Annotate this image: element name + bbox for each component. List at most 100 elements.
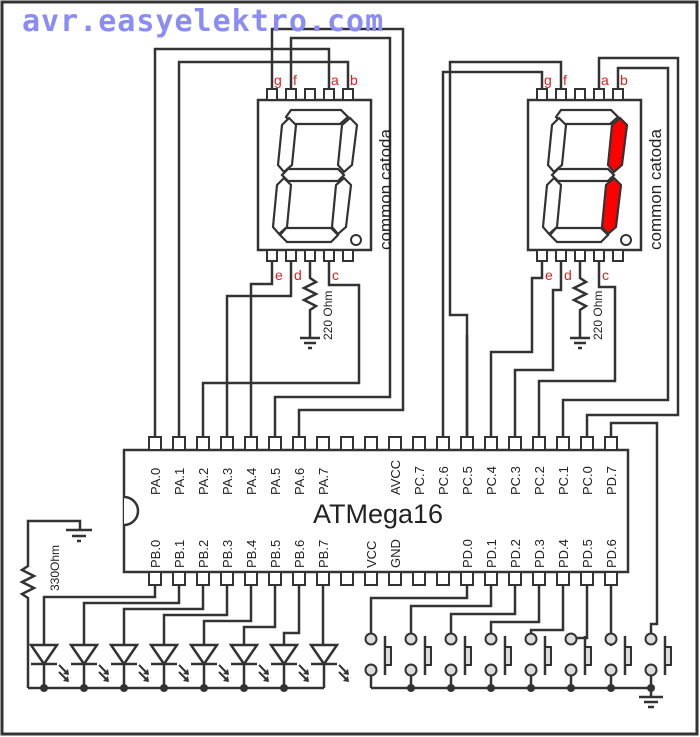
chip-pin-pad-top (268, 436, 282, 451)
chip-pin-pad-bottom (340, 571, 354, 586)
chip-pin-pad-top (292, 436, 306, 451)
chip-pin-label: PC.2 (532, 466, 547, 495)
wire-pb-led (82, 585, 181, 645)
chip-pin-pad-bottom (244, 571, 258, 586)
arrowhead (103, 669, 109, 675)
segment-d (278, 226, 340, 244)
push-button-icon (584, 646, 592, 666)
chip-pin-label: PB.4 (244, 540, 259, 568)
chip-pin-label: PD.1 (484, 539, 499, 568)
display-pin-label: e (545, 267, 553, 283)
wire-pd-button (369, 585, 469, 634)
ground-icon (639, 695, 663, 709)
chip-pin-pad-bottom (460, 571, 474, 586)
arrowhead (63, 669, 69, 675)
chip-pin-label: PC.5 (460, 466, 475, 495)
led-icon (108, 643, 140, 667)
led-icon (148, 643, 180, 667)
chip-pin-label: PB.7 (316, 540, 331, 568)
wire-pd-button (529, 585, 565, 634)
chip-pin-pad-top (148, 436, 162, 451)
chip-pin-label: PA.2 (196, 468, 211, 495)
arrowhead (263, 669, 269, 675)
chip-pin-pad-bottom (580, 571, 594, 586)
led-icon (268, 643, 300, 667)
push-button-icon (464, 646, 472, 666)
resistor-label: 220 Ohm (591, 291, 605, 340)
chip-pin-pad-top (316, 436, 330, 451)
button-contact (484, 632, 498, 646)
chip-pin-label: PD.7 (604, 466, 619, 495)
led-bank: 330Ohm (19, 519, 349, 692)
led-icon (28, 643, 60, 667)
site-title: avr.easyelektro.com (22, 4, 385, 39)
chip-pin-pad-bottom (220, 571, 234, 586)
button-contact (644, 663, 658, 677)
display-pin-label: e (275, 267, 283, 283)
chip-pin-pad-bottom (172, 571, 186, 586)
button-contact (604, 663, 618, 677)
chip-pin-label: PC.4 (484, 466, 499, 495)
push-button-icon (424, 646, 432, 666)
chip-pin-label: PA.5 (268, 468, 283, 495)
chip-pin-pad-bottom (364, 571, 378, 586)
chip-pin-label: GND (388, 539, 403, 568)
wire-pa2-c (201, 261, 361, 437)
chip-pin-label: PA.1 (172, 468, 187, 495)
arrowhead (263, 676, 269, 682)
display-pin-label: d (564, 267, 572, 283)
arrowhead (183, 669, 189, 675)
button-common-bus (371, 686, 653, 697)
display-pin-top (574, 88, 586, 101)
chip-pin-pad-bottom (556, 571, 570, 586)
chip-pin-label: PA.6 (292, 468, 307, 495)
chip-pin-pad-bottom (148, 571, 162, 586)
wire-pb-led (202, 585, 253, 645)
button-contact (564, 663, 578, 677)
wire-pb-led (42, 585, 157, 645)
button-contact (644, 632, 658, 646)
arrowhead (303, 676, 309, 682)
led-icon (228, 643, 260, 667)
chip-pin-pad-top (244, 436, 258, 451)
chip-notch (123, 495, 140, 527)
chip-pin-pad-bottom (268, 571, 282, 586)
chip-pin-label: PB.2 (196, 540, 211, 568)
display-pin-bottom (536, 249, 548, 262)
wire-pc0-a (585, 56, 680, 437)
chip-pin-label: PC.6 (436, 466, 451, 495)
wire-pb-led (162, 585, 229, 645)
ground-icon (66, 528, 92, 543)
arrowhead (143, 669, 149, 675)
segment-b (606, 116, 629, 174)
display-pin-bottom (266, 249, 278, 262)
segment-g (280, 167, 346, 183)
display-pin-label: b (620, 72, 628, 88)
display-pin-bottom (323, 249, 335, 262)
chip-pin-label: PC.3 (508, 466, 523, 495)
chip-pin-label: PB.6 (292, 540, 307, 568)
button-contact (404, 663, 418, 677)
chip-pin-pad-bottom (532, 571, 546, 586)
push-button-icon (544, 646, 552, 666)
display-pin-label: f (563, 72, 567, 88)
segment-a (284, 108, 350, 126)
chip-pin-label: PC.7 (412, 466, 427, 495)
chip-pin-label: PC.1 (556, 466, 571, 495)
display-pin-top (612, 88, 624, 101)
chip-name: ATMega16 (313, 499, 443, 529)
chip-pin-pad-top (340, 436, 354, 451)
push-button-icon (504, 646, 512, 666)
chip-body (122, 448, 630, 574)
display-label: common catoda (646, 129, 665, 250)
arrowhead (343, 676, 349, 682)
resistor-label: 330Ohm (48, 545, 62, 591)
chip-pin-pad-top (460, 436, 474, 451)
chip-pin-pad-top (412, 436, 426, 451)
wire-pd-button (489, 585, 541, 634)
